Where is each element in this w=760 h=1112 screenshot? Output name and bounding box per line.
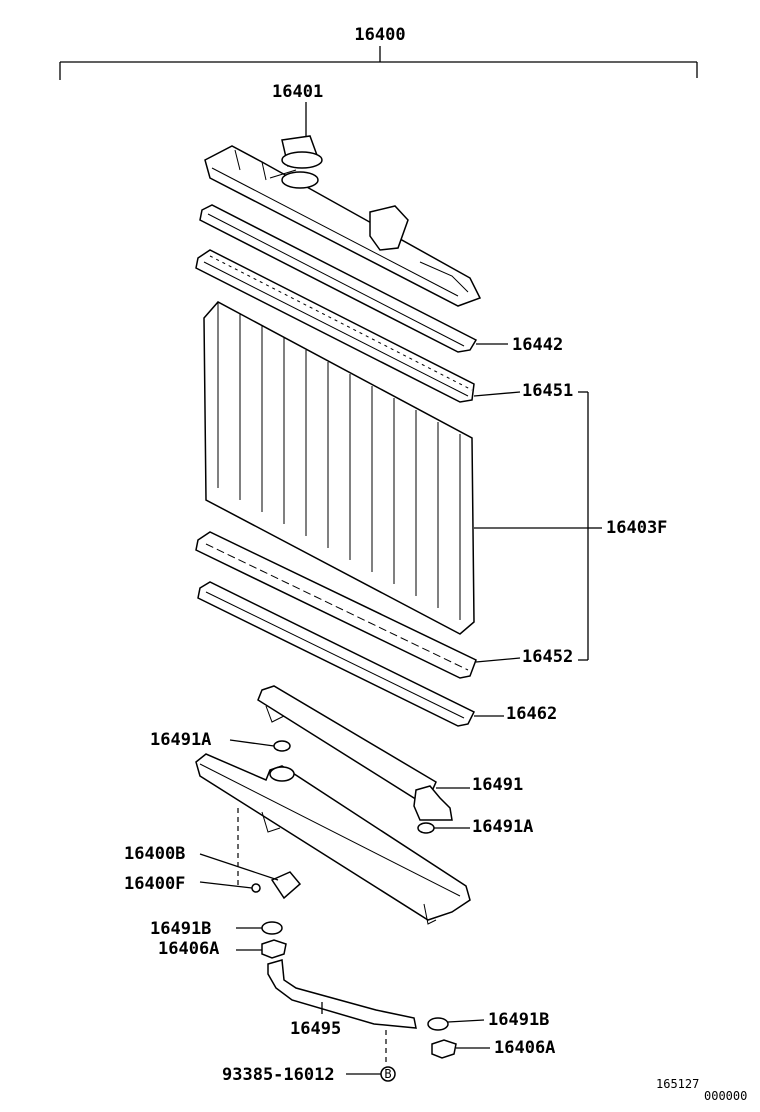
drain-cock (251, 871, 302, 900)
washer-16491A-right (417, 822, 435, 834)
bolt-marker-letter: B (384, 1067, 391, 1081)
label-16406A-left: 16406A (158, 939, 219, 959)
label-16452: 16452 (522, 647, 573, 667)
lower-tank (195, 753, 471, 925)
label-93385-16012: 93385-16012 (222, 1065, 335, 1085)
label-16403F: 16403F (606, 518, 667, 538)
radiator-cap (281, 135, 323, 169)
label-16462: 16462 (506, 704, 557, 724)
nut-16406A-left (261, 939, 287, 959)
label-16491B-left: 16491B (150, 919, 211, 939)
nut-16406A-right (431, 1039, 457, 1059)
label-16491: 16491 (472, 775, 523, 795)
label-16400: 16400 (354, 25, 405, 45)
upper-tank (204, 145, 482, 307)
radiator-core (203, 301, 475, 635)
label-16451: 16451 (522, 381, 573, 401)
washer-16491A-left (273, 740, 291, 752)
lower-plate (195, 531, 477, 679)
label-16442: 16442 (512, 335, 563, 355)
bracket-16495 (267, 959, 417, 1029)
assembly-bracket (59, 46, 698, 80)
label-16491A-right: 16491A (472, 817, 533, 837)
label-16401: 16401 (272, 82, 323, 102)
pipe (257, 685, 453, 821)
label-16400F: 16400F (124, 874, 185, 894)
reference-code: 165127 (656, 1077, 699, 1091)
reference-sub: 000000 (704, 1089, 747, 1103)
label-16495: 16495 (290, 1019, 341, 1039)
upper-gasket (199, 204, 478, 353)
upper-plate (195, 249, 475, 403)
label-16406A-right: 16406A (494, 1038, 555, 1058)
core-group-bracket (578, 391, 602, 661)
washer-16491B-right (427, 1017, 449, 1031)
label-16491B-right: 16491B (488, 1010, 549, 1030)
lower-gasket (197, 581, 476, 727)
label-16400B: 16400B (124, 844, 185, 864)
washer-16491B-left (261, 921, 283, 935)
label-16491A-left: 16491A (150, 730, 211, 750)
